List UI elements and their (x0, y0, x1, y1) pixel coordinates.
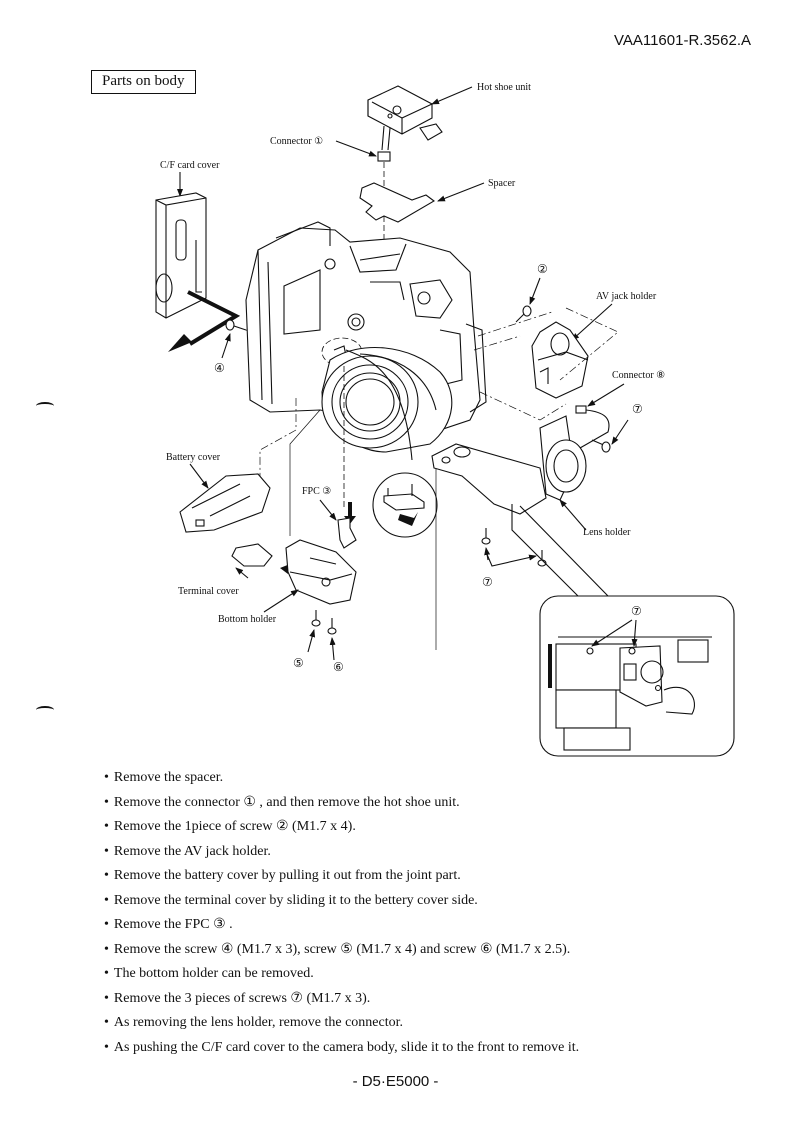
cf-card-cover-label: C/F card cover (160, 160, 220, 171)
screw-7-bottom-callout: ⑦ (482, 575, 493, 589)
instruction-item: Remove the connector ① , and then remove… (104, 791, 579, 816)
spacer-label: Spacer (488, 178, 516, 189)
screw-7-bottom-a (481, 528, 491, 545)
instruction-item: Remove the spacer. (104, 766, 579, 791)
connector-8-part (575, 405, 587, 414)
page-footer: - D5·E5000 - (352, 1073, 439, 1090)
connector-1-label: Connector ① (270, 136, 323, 147)
instruction-item: Remove the battery cover by pulling it o… (104, 864, 579, 889)
bottom-holder-label: Bottom holder (218, 614, 277, 625)
screw-7-right (591, 439, 611, 453)
screw-4 (225, 319, 247, 331)
fpc-detail-inset (372, 472, 438, 538)
battery-cover-label: Battery cover (166, 452, 221, 463)
av-jack-holder-label: AV jack holder (596, 291, 657, 302)
margin-mark (36, 706, 54, 714)
lens-holder-label: Lens holder (583, 527, 631, 538)
terminal-cover-part (231, 543, 273, 567)
screw-6-callout: ⑥ (333, 660, 344, 674)
screw-5 (311, 610, 321, 627)
lens-barrel-part (321, 346, 453, 461)
screw-4-callout: ④ (214, 361, 225, 375)
battery-cover-part (179, 473, 271, 533)
document-id: VAA11601-R.3562.A (613, 32, 751, 49)
av-jack-holder-part (531, 321, 589, 399)
screw-2 (515, 305, 532, 323)
instruction-item: The bottom holder can be removed. (104, 962, 579, 987)
screw-2-callout: ② (537, 262, 548, 276)
inset-detail-view (539, 595, 735, 757)
margin-mark (36, 402, 54, 410)
screw-7-right-callout: ⑦ (632, 402, 643, 416)
spacer-part (359, 182, 435, 223)
screw-5-callout: ⑤ (293, 656, 304, 670)
instruction-item: Remove the FPC ③ . (104, 913, 579, 938)
instruction-item: Remove the 3 pieces of screws ⑦ (M1.7 x … (104, 987, 579, 1012)
hot-shoe-unit-label: Hot shoe unit (477, 82, 531, 93)
instruction-item: Remove the 1piece of screw ② (M1.7 x 4). (104, 815, 579, 840)
terminal-cover-label: Terminal cover (178, 586, 239, 597)
instruction-item: As removing the lens holder, remove the … (104, 1011, 579, 1036)
instruction-list: Remove the spacer. Remove the connector … (104, 766, 579, 1060)
instruction-item: As pushing the C/F card cover to the cam… (104, 1036, 579, 1061)
lens-holder-part (431, 415, 587, 515)
instruction-item: Remove the screw ④ (M1.7 x 3), screw ⑤ (… (104, 938, 579, 963)
section-title: Parts on body (91, 70, 196, 94)
screw-7-inset-callout: ⑦ (631, 604, 642, 618)
bottom-holder-part (285, 539, 357, 605)
exploded-parts-diagram: Hot shoe unit Connector ① Spacer C/F car… (155, 82, 735, 757)
connector-8-label: Connector ⑧ (612, 370, 665, 381)
instruction-item: Remove the AV jack holder. (104, 840, 579, 865)
fpc-3-label: FPC ③ (302, 486, 331, 497)
cf-card-cover-part (155, 192, 207, 319)
instruction-item: Remove the terminal cover by sliding it … (104, 889, 579, 914)
screw-6 (327, 618, 337, 635)
screw-7-bottom-b (537, 550, 547, 567)
hot-shoe-unit-part (367, 85, 443, 162)
